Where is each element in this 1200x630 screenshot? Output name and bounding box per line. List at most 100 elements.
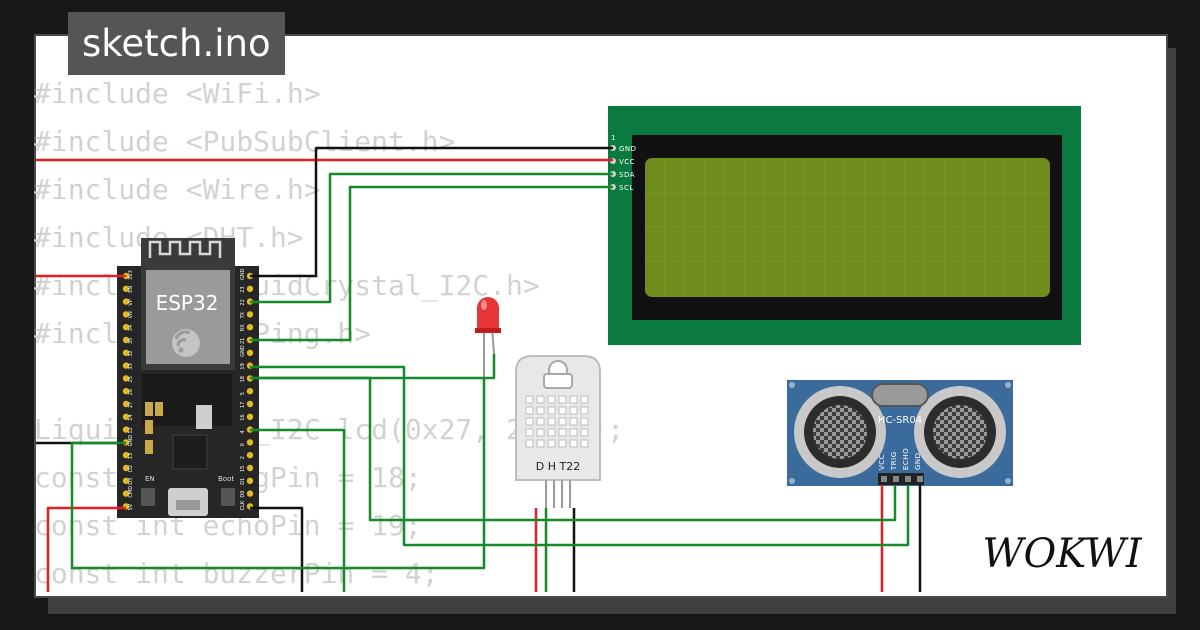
ultrasonic-pin-trig: TRIG (890, 451, 898, 471)
wires (36, 146, 922, 592)
esp32-pin-label: GND (128, 435, 134, 447)
esp32-pin-left[interactable] (122, 324, 130, 331)
lcd-pin-number: 1 (611, 134, 616, 142)
lcd-pin-gnd: GND (619, 145, 637, 153)
dht22-sensor[interactable]: D H T22 (515, 355, 601, 508)
esp32-pin-right[interactable] (246, 285, 254, 292)
lcd-pin-vcc: VCC (619, 158, 635, 166)
esp32-pin-left[interactable] (122, 349, 130, 356)
ultrasonic-pin-echo: ECHO (902, 448, 910, 470)
esp32-pin-right[interactable] (246, 311, 254, 318)
esp32-pin-right[interactable] (246, 388, 254, 395)
esp32-pin-label: 13 (128, 453, 134, 459)
dht22-vent (525, 417, 534, 426)
dht22-vent (547, 417, 556, 426)
ultrasonic-label: HC-SR04 (878, 415, 922, 426)
esp32-pin-left[interactable] (122, 336, 130, 344)
dht22-vent (547, 439, 556, 448)
dht22-vent (569, 428, 578, 437)
wire-led-anode-green (258, 354, 496, 380)
boot-button-label: Boot (218, 475, 234, 483)
esp32-pin-label: VP (128, 299, 134, 305)
dht22-vent (536, 428, 545, 437)
esp32-pin-right[interactable] (246, 349, 254, 356)
dht22-vent (580, 406, 589, 415)
ultrasonic-pin-vcc: VCC (878, 454, 886, 470)
espressif-logo-icon (172, 329, 200, 357)
esp32-pin-left[interactable] (122, 413, 130, 420)
dht22-vent (558, 406, 567, 415)
esp32-pin-label: EN (128, 286, 134, 293)
esp32-pin-label: D2 (128, 465, 134, 472)
esp32-pin-label: CLK (240, 500, 246, 510)
esp32-pin-label: 35 (128, 338, 134, 344)
esp32-pin-label: 15 (240, 466, 246, 472)
esp32-pin-left[interactable] (122, 400, 130, 408)
esp32-pin-label: 3V3 (128, 270, 134, 280)
dht22-vent (547, 428, 556, 437)
wire-clk-black (250, 506, 304, 592)
dht22-vent (580, 395, 589, 404)
lcd-display[interactable]: 1 GND VCC SDA SCL (608, 106, 1081, 345)
lcd-pin-sda: SDA (619, 171, 635, 179)
esp32-pin-left[interactable] (122, 490, 130, 497)
wire-led-green (70, 378, 486, 570)
esp32-pin-right[interactable] (246, 477, 254, 484)
wire-sda-green (250, 172, 613, 304)
dht22-vent (580, 428, 589, 437)
dht22-vent (525, 395, 534, 404)
esp32-pin-left[interactable] (122, 426, 130, 433)
esp32-pin-left[interactable] (122, 285, 130, 292)
dht22-vent (525, 428, 534, 437)
esp32-pin-label: 5V (128, 503, 134, 510)
dht22-vent (558, 428, 567, 437)
esp32-pin-label: GND (240, 345, 246, 357)
esp32-pin-left[interactable] (122, 375, 130, 382)
esp32-pin-left[interactable] (122, 298, 130, 305)
esp32-pin-left[interactable] (122, 388, 130, 395)
esp32-pin-label: 19 (240, 363, 246, 369)
esp32-pin-label: GND (240, 268, 246, 280)
esp32-pin-right[interactable] (246, 324, 254, 331)
dht22-vent (558, 417, 567, 426)
esp32-pin-left[interactable] (122, 477, 130, 484)
esp32-pin-label: 2 (240, 456, 246, 459)
dht22-vent (536, 395, 545, 404)
esp32-pin-label: 25 (128, 376, 134, 382)
ultrasonic-sensor[interactable]: HC-SR04 VCC TRIG ECHO GND (787, 380, 1013, 486)
dht22-vent (547, 395, 556, 404)
esp32-pin-label: 4 (240, 430, 246, 433)
dht22-vent (547, 406, 556, 415)
red-led[interactable] (475, 297, 501, 378)
esp32-pin-label: 18 (240, 376, 246, 382)
esp32-pin-label: 27 (128, 402, 134, 408)
esp32-pin-label: 16 (240, 414, 246, 420)
esp32-pin-left[interactable] (122, 464, 130, 472)
file-tab[interactable]: sketch.ino (68, 12, 285, 75)
esp32-pin-right[interactable] (246, 490, 254, 497)
esp32-pin-label: 0 (240, 443, 246, 446)
dht22-vent (580, 417, 589, 426)
esp32-pin-left[interactable] (122, 362, 130, 369)
esp32-pin-right[interactable] (246, 464, 254, 472)
dht22-vent (558, 439, 567, 448)
esp32-pin-right[interactable] (246, 452, 254, 459)
dht22-vent (580, 439, 589, 448)
dht22-vent (569, 439, 578, 448)
esp32-pin-right[interactable] (246, 439, 254, 446)
esp32-pin-label: 26 (128, 389, 134, 395)
esp32-pin-label: D0 (240, 491, 246, 498)
esp32-pin-right[interactable] (246, 400, 254, 408)
esp32-pin-left[interactable] (122, 311, 130, 318)
esp32-pin-right[interactable] (246, 413, 254, 420)
code-line: #include <WiFi.h> (34, 77, 321, 110)
esp32-pin-left[interactable] (122, 452, 130, 459)
lcd-pin-scl: SCL (619, 184, 634, 192)
esp32-board[interactable]: ESP32 EN Boot 3V3ENVPVN34353233252627141… (117, 238, 259, 518)
dht22-vent (525, 406, 534, 415)
dht22-vent (569, 406, 578, 415)
dht22-vent (536, 417, 545, 426)
wire-scl-green (250, 185, 613, 342)
code-line: #include <DHT.h> (34, 221, 304, 254)
